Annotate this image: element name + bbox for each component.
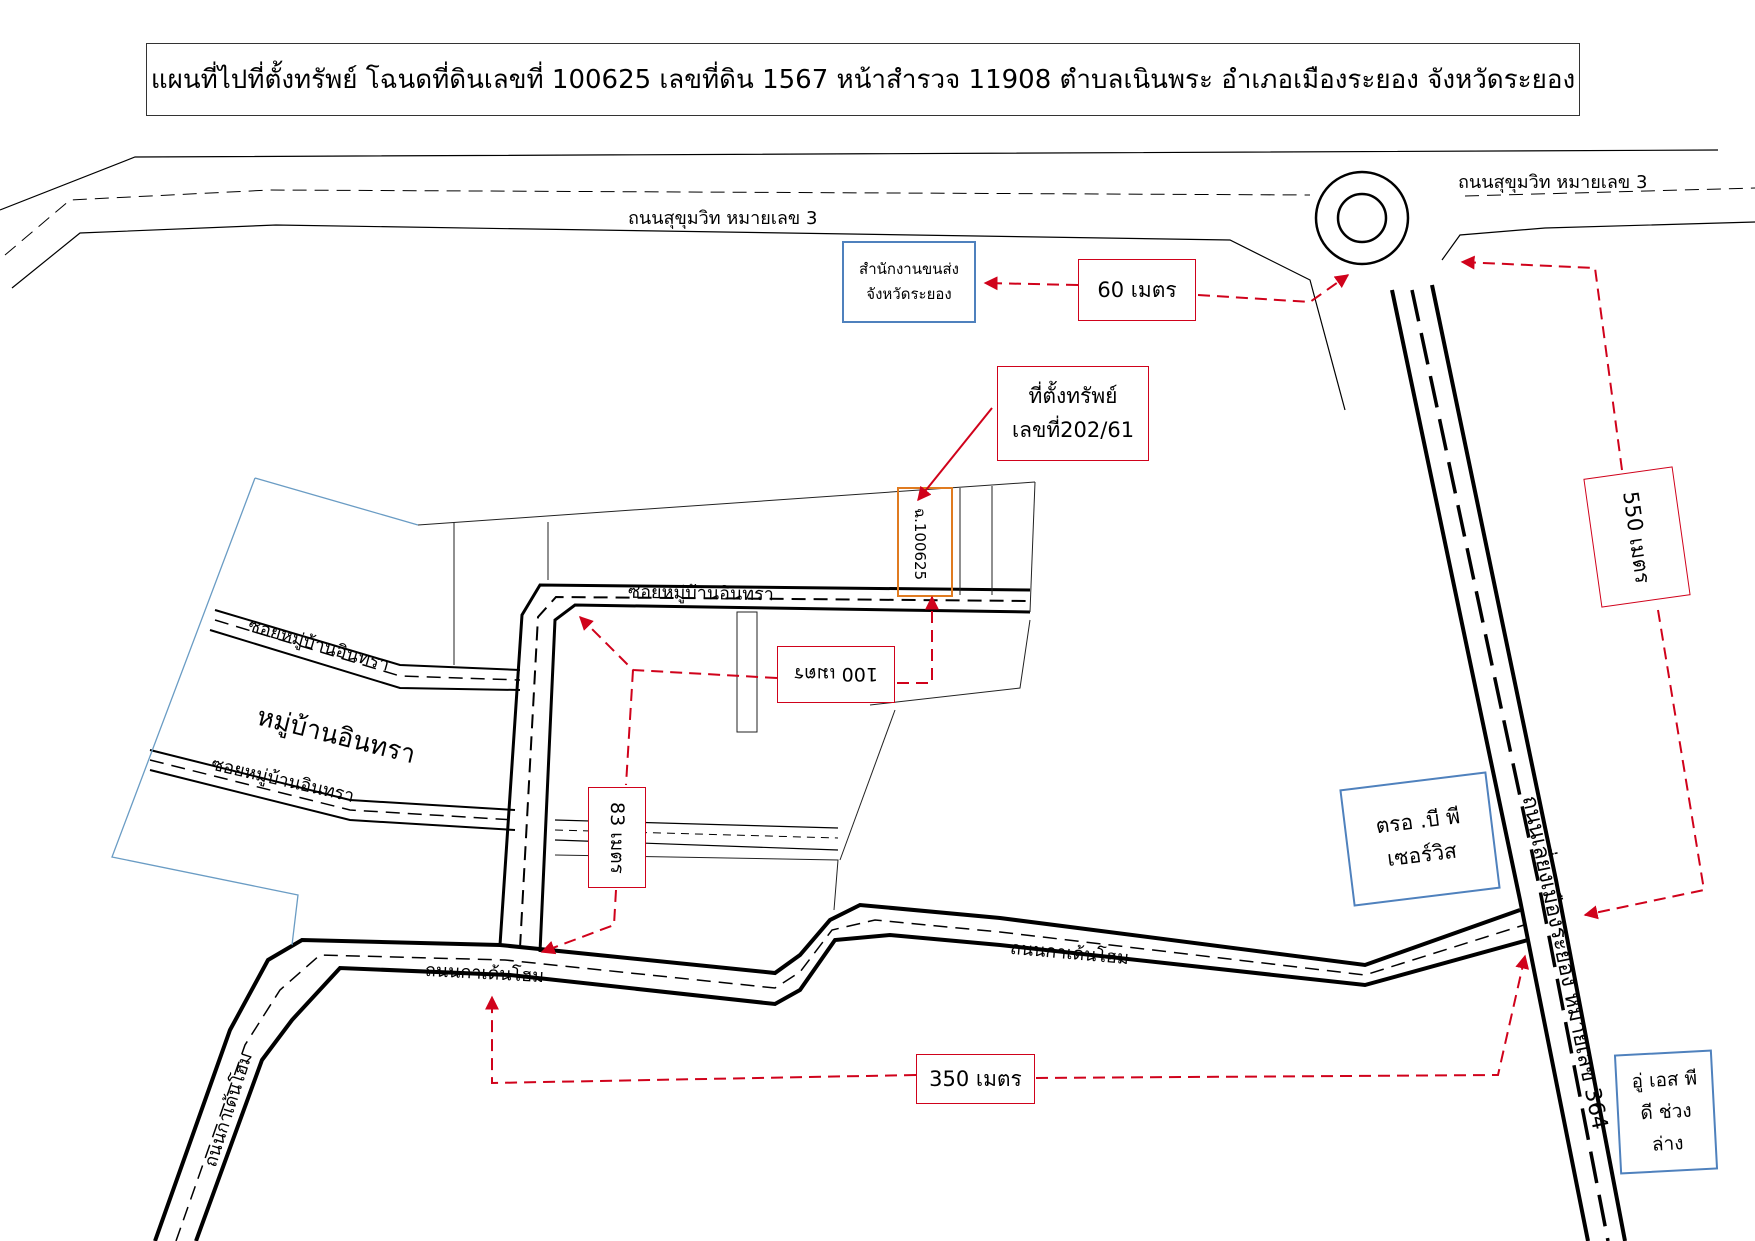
village-boundary (111, 477, 419, 946)
road-label-sukhumvit-right: ถนนสุขุมวิท หมายเลข 3 (1458, 172, 1648, 193)
road-label-kaden-home-1: ถนนกาเด้นโฮม (424, 959, 545, 988)
distance-100m: 100 เมตร (777, 646, 895, 703)
plot-number-label: ฉ.100625 (911, 507, 930, 581)
transport-office-line2: จังหวัดระยอง (866, 285, 952, 303)
road-label-soi-top: ซอยหมู่บ้านอินทรา (627, 581, 775, 606)
road-label-sukhumvit: ถนนสุขุมวิท หมายเลข 3 (628, 208, 818, 229)
road-bypass-364 (1390, 284, 1627, 1241)
distance-routes (485, 255, 1706, 1085)
ups-line2: ดี ช่วง (1639, 1099, 1693, 1125)
road-kaden-home (153, 902, 1529, 1241)
map-title: แผนที่ไปที่ตั้งทรัพย์ โฉนดที่ดินเลขที่ 1… (146, 43, 1580, 116)
road-soi-intra (149, 583, 1031, 953)
transport-office-line1: สำนักงานขนส่ง (859, 259, 959, 278)
landmark-bp-service: ตรอ .บี พี เซอร์วิส (1339, 771, 1501, 907)
property-location-box: ที่ตั้งทรัพย์ เลขที่202/61 (997, 366, 1149, 461)
distance-350m: 350 เมตร (916, 1054, 1035, 1104)
roundabout (1314, 170, 1410, 266)
ups-line1: อู่ เอส พี (1631, 1066, 1698, 1093)
property-location-line2: เลขที่202/61 (1011, 417, 1135, 442)
property-location-line1: ที่ตั้งทรัพย์ (1028, 383, 1118, 408)
road-sukhumvit (0, 149, 1755, 411)
distance-83m: 83 เมตร (588, 787, 646, 888)
distance-60m: 60 เมตร (1078, 259, 1196, 321)
landmark-ups: อู่ เอส พี ดี ช่วง ล่าง (1613, 1049, 1719, 1175)
ups-line3: ล่าง (1651, 1132, 1685, 1156)
landmark-transport-office: สำนักงานขนส่ง จังหวัดระยอง (842, 241, 976, 323)
distance-550m: 550 เมตร (1583, 466, 1691, 608)
bp-service-line2: เซอร์วิส (1385, 838, 1459, 872)
